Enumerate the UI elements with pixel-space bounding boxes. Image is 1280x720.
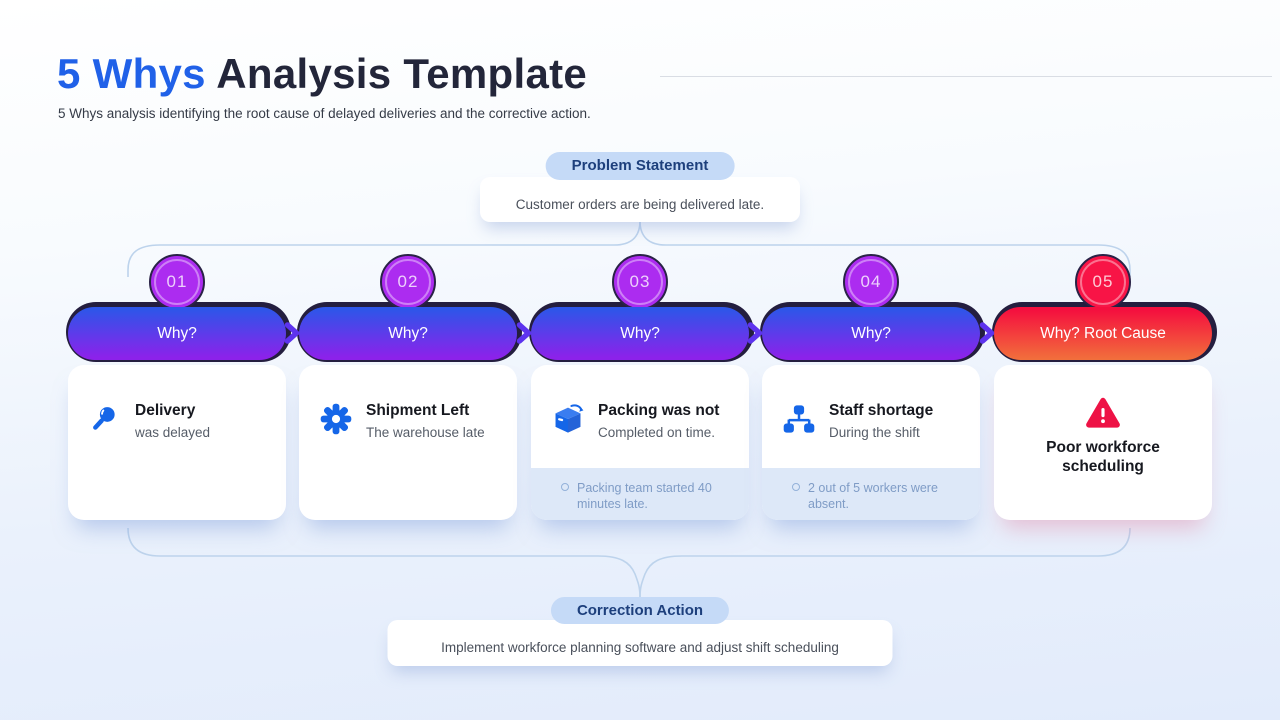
org-chart-icon bbox=[783, 405, 815, 433]
why-columns: 01 Why? Delivery was delayed 02 Why? bbox=[66, 254, 1217, 524]
why-pill: Why? bbox=[762, 307, 980, 360]
title-rest: Analysis Template bbox=[205, 50, 588, 97]
root-cause-pill: Why? Root Cause bbox=[994, 307, 1212, 360]
step-number: 03 bbox=[629, 272, 651, 291]
why-pill: Why? bbox=[68, 307, 286, 360]
root-cause-title: Poor workforce scheduling bbox=[1046, 439, 1160, 476]
step-number-badge: 05 bbox=[1075, 254, 1131, 310]
card-title: Packing was not bbox=[598, 402, 720, 419]
why-column-2: 02 Why? Shi bbox=[297, 254, 522, 520]
why-pill-label: Why? bbox=[620, 324, 660, 342]
note-bullet-icon bbox=[792, 483, 800, 491]
step-number-badge: 02 bbox=[380, 254, 436, 310]
problem-statement-text: Customer orders are being delivered late… bbox=[515, 197, 765, 212]
step-number-badge: 04 bbox=[843, 254, 899, 310]
correction-action-badge: Correction Action bbox=[550, 597, 730, 624]
why-card-note: 2 out of 5 workers were absent. bbox=[762, 468, 980, 520]
card-title: Shipment Left bbox=[366, 402, 470, 419]
why-card-note: Packing team started 40 minutes late. bbox=[531, 468, 749, 520]
arrow-right-icon bbox=[747, 322, 763, 344]
card-subtitle: During the shift bbox=[829, 425, 920, 441]
title-accent: 5 Whys bbox=[57, 50, 206, 97]
why-column-4: 04 Why? Staff shortage D bbox=[760, 254, 985, 520]
step-number-badge: 03 bbox=[612, 254, 668, 310]
card-title: Delivery bbox=[135, 402, 196, 419]
card-subtitle: Completed on time. bbox=[598, 425, 716, 441]
step-number: 02 bbox=[397, 272, 419, 291]
why-column-1: 01 Why? Delivery was delayed bbox=[66, 254, 291, 520]
problem-statement-card: Customer orders are being delivered late… bbox=[480, 177, 800, 222]
why-card: Staff shortage During the shift 2 out of… bbox=[762, 365, 980, 520]
gear-icon bbox=[320, 403, 352, 435]
note-text: 2 out of 5 workers were absent. bbox=[808, 481, 938, 512]
card-title: Staff shortage bbox=[829, 402, 934, 419]
arrow-right-icon bbox=[284, 322, 300, 344]
problem-statement-badge: Problem Statement bbox=[545, 152, 735, 180]
magnifier-icon bbox=[93, 407, 115, 430]
root-cause-card: Poor workforce scheduling bbox=[994, 365, 1212, 520]
why-pill-label: Why? bbox=[157, 324, 197, 342]
title-divider-line bbox=[660, 76, 1272, 77]
card-subtitle: was delayed bbox=[135, 425, 211, 441]
why-pill-label: Why? bbox=[851, 324, 891, 342]
arrow-right-icon bbox=[516, 322, 532, 344]
correction-action-text: Implement workforce planning software an… bbox=[441, 639, 839, 655]
why-pill: Why? bbox=[299, 307, 517, 360]
why-card: Packing was not Completed on time. Packi… bbox=[531, 365, 749, 520]
correction-action-card: Implement workforce planning software an… bbox=[387, 620, 893, 666]
warning-icon bbox=[1086, 397, 1120, 428]
slide-subtitle: 5 Whys analysis identifying the root cau… bbox=[58, 106, 591, 121]
why-card: Shipment Left The warehouse late bbox=[299, 365, 517, 520]
why-pill: Why? bbox=[531, 307, 749, 360]
package-icon bbox=[555, 404, 584, 433]
arrow-right-icon bbox=[979, 322, 995, 344]
step-number: 01 bbox=[166, 272, 188, 291]
why-pill-label: Why? bbox=[388, 324, 428, 342]
step-number: 05 bbox=[1092, 272, 1114, 291]
note-bullet-icon bbox=[561, 483, 569, 491]
why-card: Delivery was delayed bbox=[68, 365, 286, 520]
root-cause-pill-label: Why? Root Cause bbox=[1040, 324, 1166, 342]
root-cause-column: 05 Why? Root Cause Poor workforce schedu… bbox=[992, 254, 1217, 520]
step-number: 04 bbox=[860, 272, 882, 291]
card-subtitle: The warehouse late bbox=[366, 425, 485, 441]
page-title: 5 Whys Analysis Template bbox=[57, 50, 587, 98]
note-text: Packing team started 40 minutes late. bbox=[577, 481, 712, 512]
why-column-3: 03 Why? Packing was not Completed on tim… bbox=[529, 254, 754, 520]
step-number-badge: 01 bbox=[149, 254, 205, 310]
